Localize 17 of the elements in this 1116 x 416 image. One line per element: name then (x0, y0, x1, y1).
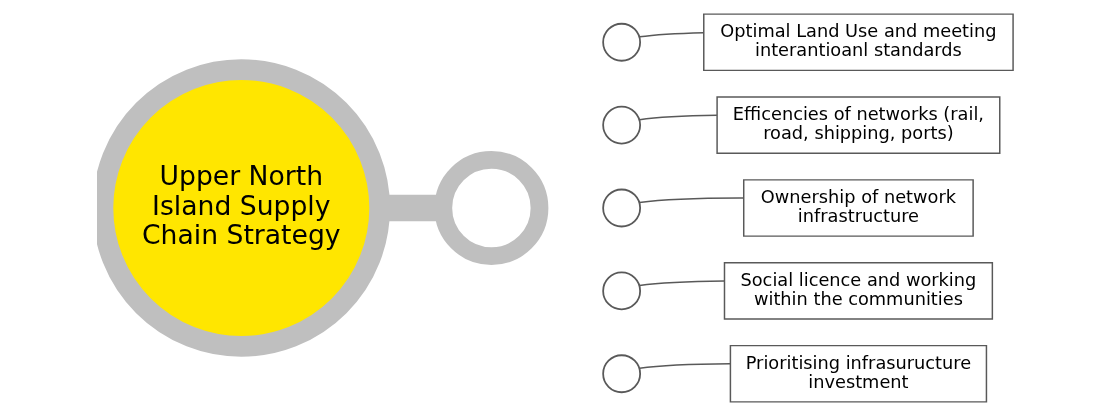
connector (638, 280, 726, 287)
connector (638, 197, 744, 204)
node-circle (602, 105, 642, 145)
node-circle (602, 271, 642, 311)
node-circle (434, 151, 549, 265)
node-box: Social licence and working within the communities (723, 262, 994, 320)
node-box: Prioritising infrasuructure investment (729, 344, 988, 403)
node-circle (602, 188, 642, 228)
connector (638, 114, 718, 121)
connector (638, 363, 731, 370)
node-circle (602, 22, 642, 62)
node-box: Efficencies of networks (rail, road, shipping, ports) (716, 96, 1001, 154)
node-box: Optimal Land Use and meeting interantioanl standards (703, 13, 1014, 72)
node-circle: Upper North Island Supply Chain Strategy (97, 59, 391, 357)
node-box: Ownership of network infrastructure (743, 179, 974, 237)
node-circle (602, 354, 642, 394)
connector (638, 31, 705, 38)
